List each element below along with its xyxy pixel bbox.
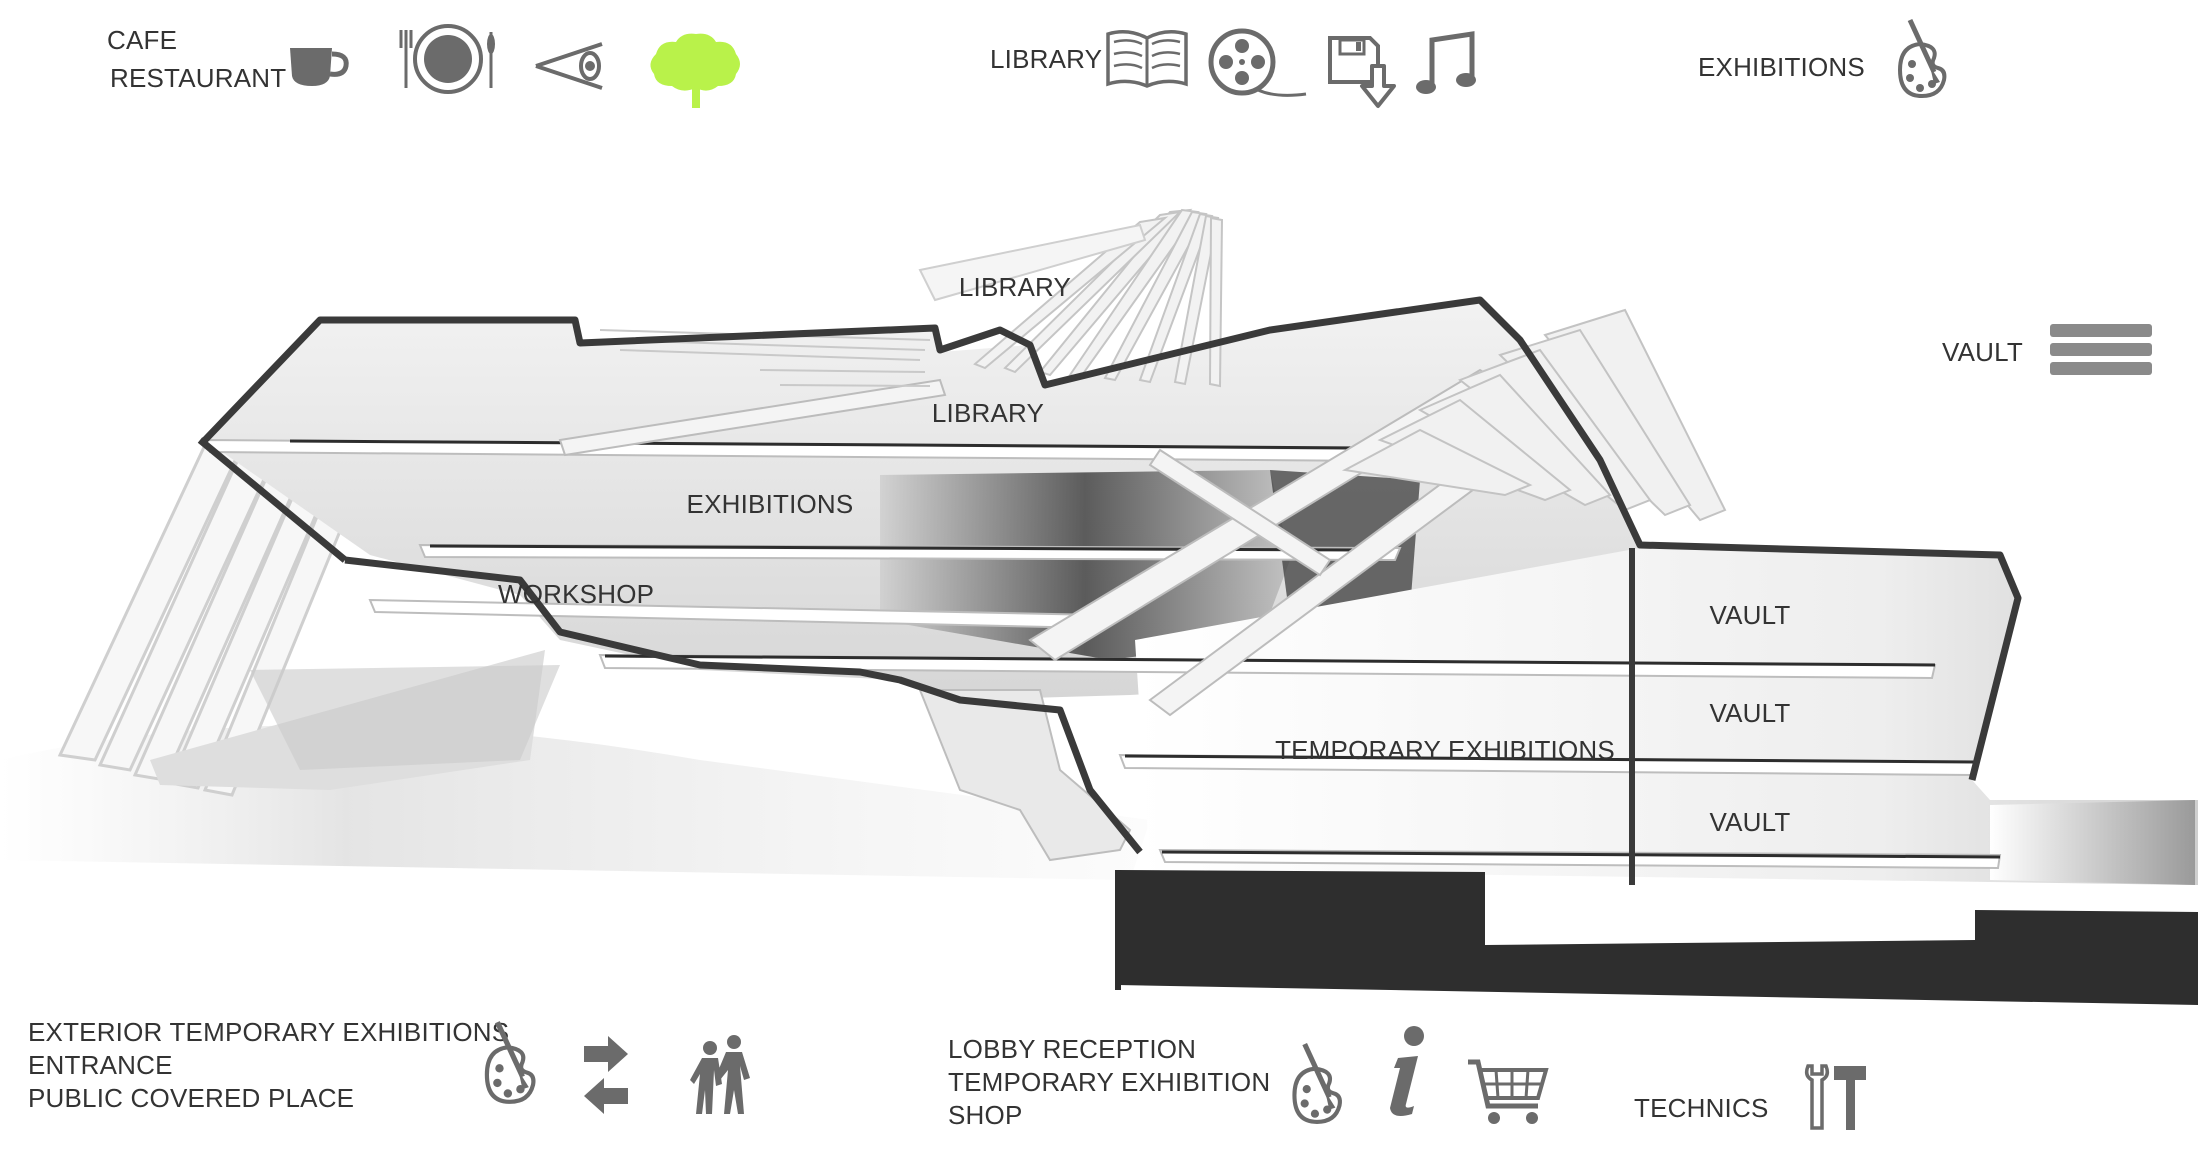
label-workshop: WORKSHOP bbox=[498, 579, 655, 609]
legend-library-label: LIBRARY bbox=[990, 44, 1103, 74]
music-note-icon bbox=[1416, 31, 1476, 94]
palette-brush-icon bbox=[1897, 18, 1947, 99]
legend-exhibitions-label: EXHIBITIONS bbox=[1698, 52, 1865, 82]
label-library-mid: LIBRARY bbox=[931, 398, 1045, 428]
label-library-top: LIBRARY bbox=[958, 272, 1072, 302]
floppy-download-icon bbox=[1328, 36, 1396, 108]
cup-icon bbox=[290, 48, 349, 86]
palette-brush-icon bbox=[1292, 1043, 1342, 1124]
legend-public-place-label: PUBLIC COVERED PLACE bbox=[28, 1083, 355, 1113]
legend-lobby-label: LOBBY RECEPTION bbox=[948, 1034, 1197, 1064]
label-vault-3: VAULT bbox=[1709, 807, 1791, 837]
legend-entrance-label: ENTRANCE bbox=[28, 1050, 173, 1080]
label-exhibitions: EXHIBITIONS bbox=[686, 489, 854, 519]
legend-exterior-label: EXTERIOR TEMPORARY EXHIBITIONS bbox=[28, 1017, 510, 1047]
tree-icon bbox=[650, 33, 740, 108]
legend-restaurant-label: RESTAURANT bbox=[110, 63, 287, 93]
left-louvres bbox=[57, 443, 359, 797]
two-way-arrows-icon bbox=[584, 1036, 628, 1114]
label-vault-2: VAULT bbox=[1709, 698, 1791, 728]
legend-vault-label: VAULT bbox=[1942, 337, 2023, 367]
library-fan-louvres bbox=[973, 208, 1224, 388]
vault-stripes-icon bbox=[2050, 324, 2152, 375]
legend-technics-label: TECHNICS bbox=[1634, 1093, 1769, 1123]
lower-right-volume bbox=[1135, 548, 2198, 885]
legend-shop-label: SHOP bbox=[948, 1100, 1023, 1130]
info-icon bbox=[1390, 1026, 1424, 1116]
central-stair-pier bbox=[918, 689, 1132, 862]
shopping-cart-icon bbox=[1468, 1059, 1549, 1124]
basement bbox=[1118, 870, 2198, 1005]
legend-temp-exhibition-label: TEMPORARY EXHIBITION bbox=[948, 1067, 1271, 1097]
section-outline bbox=[202, 296, 2022, 781]
plate-cutlery-icon bbox=[399, 24, 495, 94]
legend-cafe-label: CAFE bbox=[107, 25, 178, 55]
film-reel-icon bbox=[1208, 28, 1307, 97]
wrench-hammer-icon bbox=[1804, 1064, 1866, 1130]
book-icon bbox=[1106, 30, 1188, 88]
people-walking-icon bbox=[690, 1035, 750, 1114]
label-temporary-exhibitions: TEMPORARY EXHIBITIONS bbox=[1275, 735, 1615, 765]
label-vault-1: VAULT bbox=[1709, 600, 1791, 630]
eye-view-icon bbox=[535, 42, 603, 90]
palette-brush-icon bbox=[484, 1021, 536, 1104]
